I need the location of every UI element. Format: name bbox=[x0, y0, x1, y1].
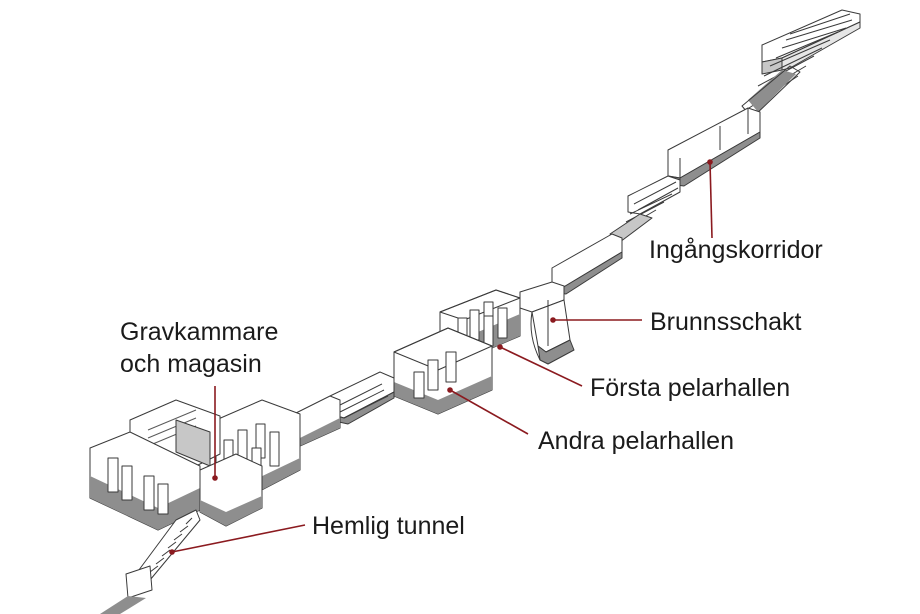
burial-chamber-complex bbox=[89, 399, 301, 531]
marker-secret-tunnel bbox=[169, 549, 175, 555]
middle-stairs bbox=[609, 175, 681, 243]
label-entrance-corridor: Ingångskorridor bbox=[649, 236, 823, 264]
leader-entrance-corridor bbox=[709, 161, 713, 239]
marker-burial-chamber bbox=[212, 475, 218, 481]
label-well-shaft: Brunnsschakt bbox=[650, 308, 802, 336]
leader-markers bbox=[169, 159, 713, 555]
label-second-pillared-hall: Andra pelarhallen bbox=[538, 427, 734, 455]
label-secret-tunnel: Hemlig tunnel bbox=[312, 512, 465, 540]
descending-corridor bbox=[289, 371, 395, 447]
label-burial-chamber-line2: och magasin bbox=[120, 350, 262, 378]
marker-second-hall bbox=[447, 387, 453, 393]
leader-second-hall bbox=[449, 389, 529, 435]
label-first-pillared-hall: Första pelarhallen bbox=[590, 374, 791, 402]
marker-well-shaft bbox=[550, 317, 556, 323]
secret-tunnel-structure bbox=[100, 509, 201, 614]
leader-secret-tunnel bbox=[171, 524, 306, 553]
second-pillared-hall bbox=[393, 327, 493, 415]
well-shaft-structure bbox=[519, 281, 575, 365]
marker-entrance-corridor bbox=[707, 159, 713, 165]
marker-first-hall bbox=[497, 344, 503, 350]
leader-lines bbox=[171, 161, 713, 553]
entrance-stairs bbox=[741, 9, 861, 119]
tomb-structure bbox=[89, 9, 861, 614]
entrance-corridor bbox=[667, 107, 761, 187]
label-burial-chamber-line1: Gravkammare bbox=[120, 318, 279, 346]
leader-first-hall bbox=[499, 346, 583, 387]
